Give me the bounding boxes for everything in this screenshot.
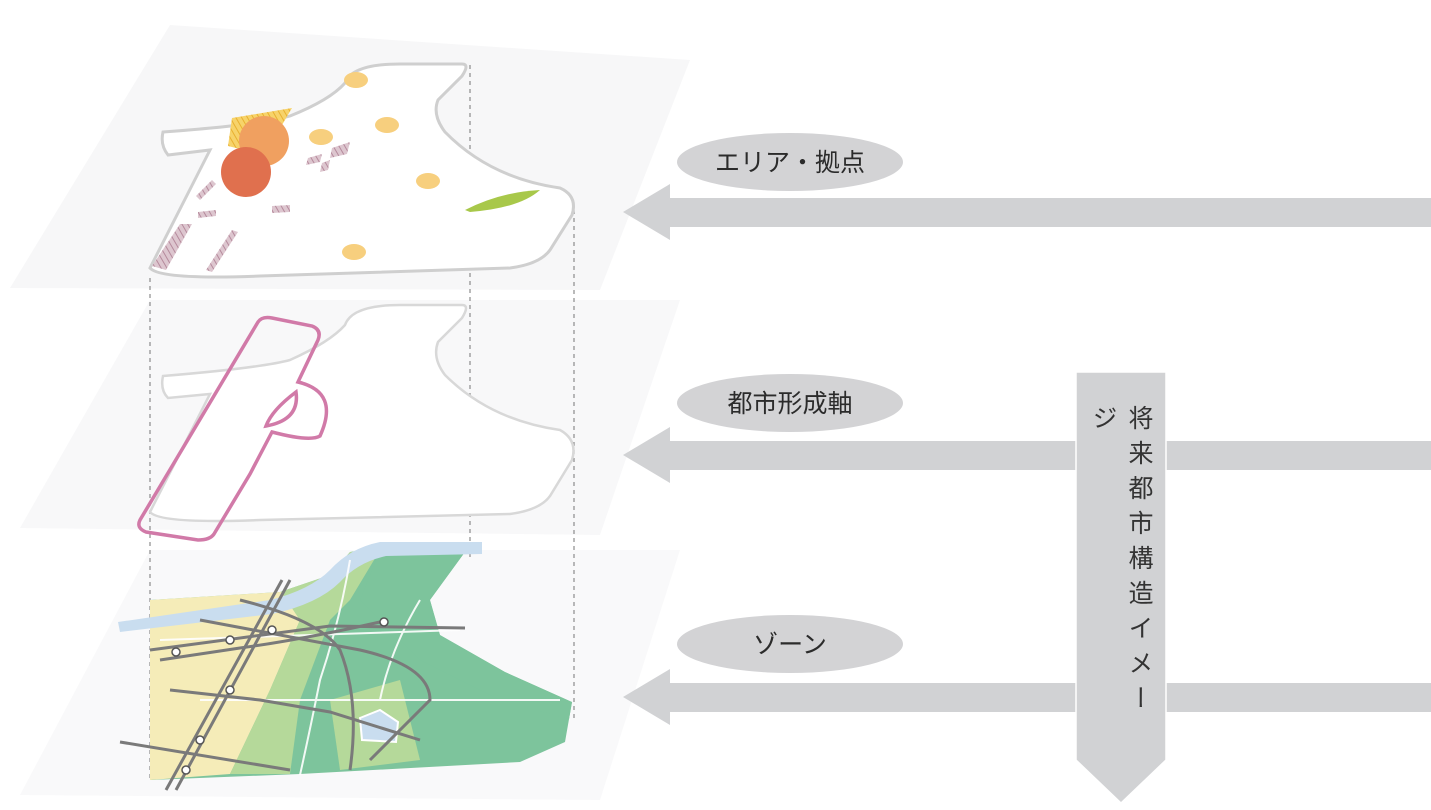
roads <box>159 559 560 776</box>
arrow-future-structure <box>1075 371 1167 805</box>
label-urban-axis: 都市形成軸 <box>727 389 852 418</box>
node-yellow-1 <box>344 72 368 88</box>
node-green-area <box>465 190 540 212</box>
area-outline-top <box>148 62 575 279</box>
arrow-urban-axis <box>623 427 1431 483</box>
arrow-area-nodes <box>623 184 1431 240</box>
railways <box>119 579 466 791</box>
future-structure-label-box: 将来都市構造イメージ <box>1076 405 1166 745</box>
label-pill-zone: ゾーン <box>677 615 903 673</box>
area-outline-middle <box>148 303 575 523</box>
label-pill-area-nodes: エリア・拠点 <box>677 133 903 191</box>
hatched-small-areas <box>152 142 350 272</box>
label-area-nodes: エリア・拠点 <box>715 148 865 177</box>
arrow-zone <box>623 669 1431 725</box>
layer-area-nodes <box>148 62 575 279</box>
node-red <box>221 147 271 197</box>
node-yellow-3 <box>309 129 333 145</box>
node-yellow-5 <box>342 244 366 260</box>
label-zone: ゾーン <box>753 630 827 659</box>
river <box>118 542 482 632</box>
label-pill-urban-axis: 都市形成軸 <box>677 374 903 432</box>
label-future-structure: 将来都市構造イメージ <box>1089 405 1154 720</box>
layer-urban-axis <box>137 303 575 542</box>
node-yellow-2 <box>375 117 399 133</box>
node-yellow-4 <box>416 173 440 189</box>
urban-axis-pink <box>137 315 329 542</box>
stations <box>171 617 389 775</box>
